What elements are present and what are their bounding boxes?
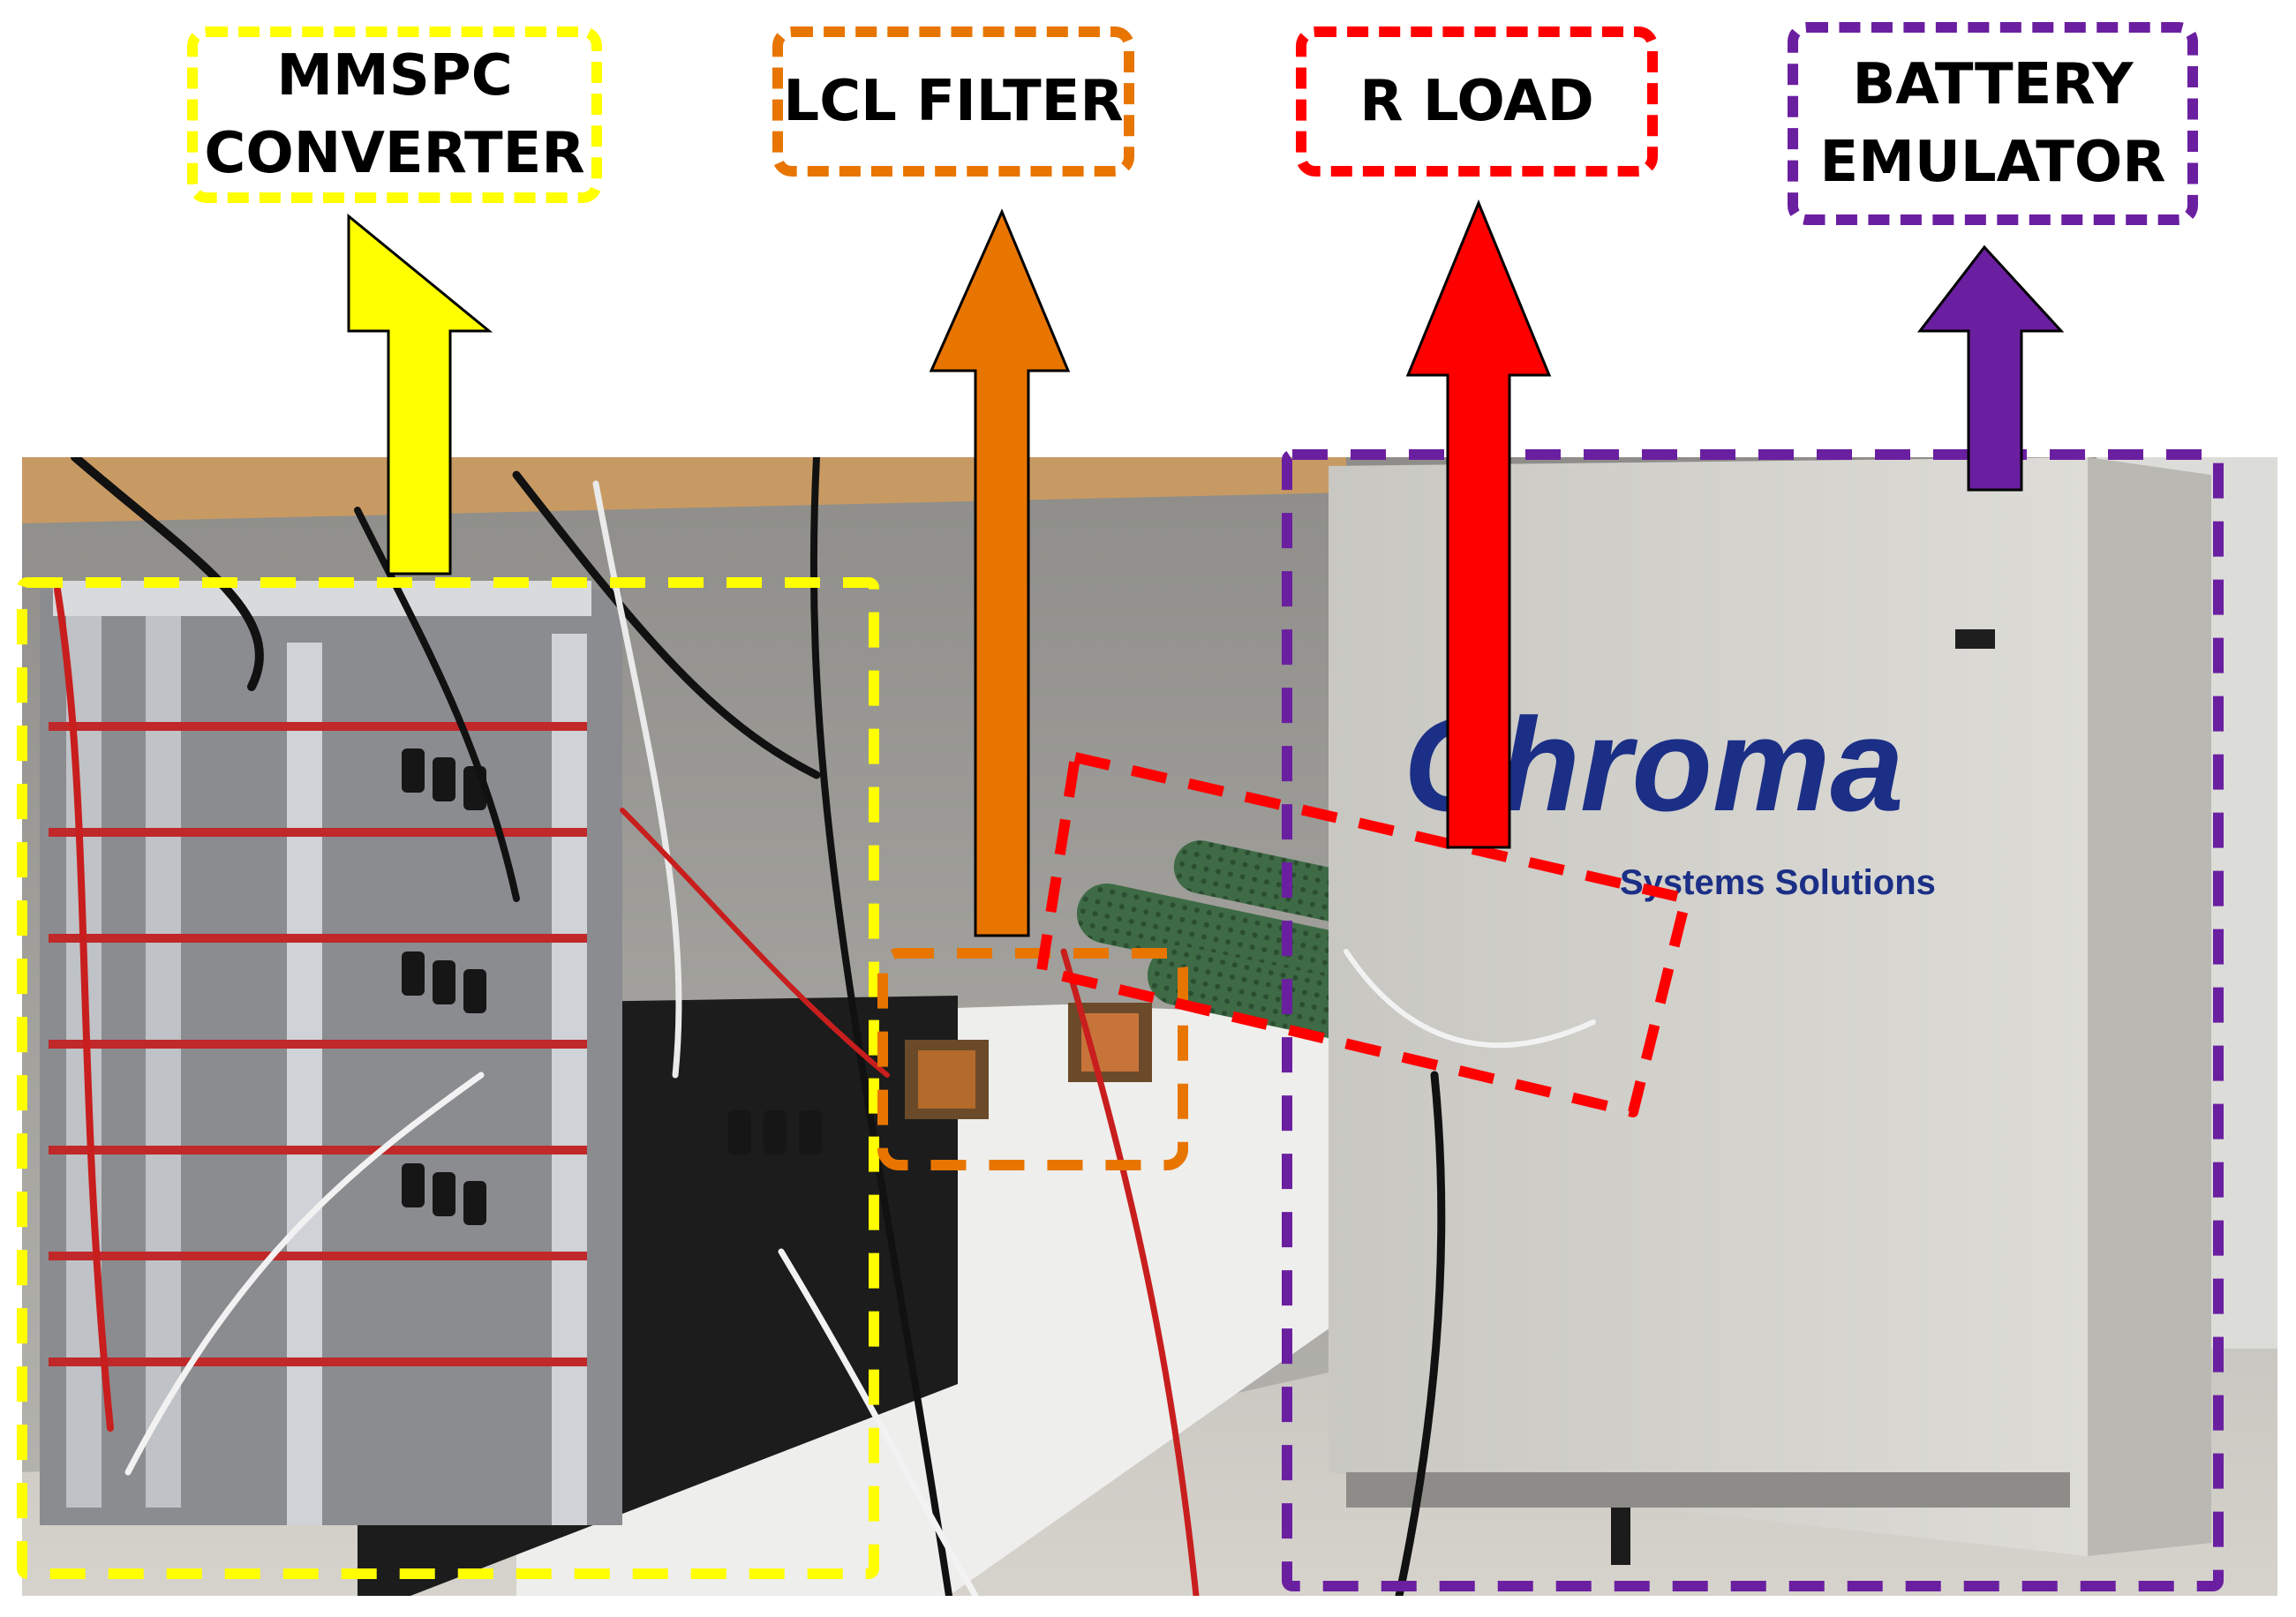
chroma-subtitle-text: Systems Solutions (1620, 863, 1936, 902)
battery-emulator-label: BATTERY EMULATOR (1819, 52, 2166, 195)
mmspc-converter-label-box: MMSPC CONVERTER (187, 26, 602, 203)
lcl-filter-label-box: LCL FILTER (772, 26, 1134, 177)
battery-emulator-label-box: BATTERY EMULATOR (1788, 22, 2198, 225)
r-load-label: R LOAD (1359, 69, 1594, 134)
lcl-filter-label: LCL FILTER (783, 69, 1124, 134)
r-load-label-box: R LOAD (1296, 26, 1658, 177)
lab-setup-photo: Chroma Systems Solutions (22, 457, 2277, 1596)
battery-arrow (1916, 244, 2065, 492)
chroma-cabinet: Chroma Systems Solutions (1329, 457, 2211, 1556)
lab-photo-scene: Chroma Systems Solutions (22, 457, 2277, 1596)
chroma-logo-text: Chroma (1404, 690, 1904, 839)
mmspc-converter-label: MMSPC CONVERTER (204, 43, 585, 186)
